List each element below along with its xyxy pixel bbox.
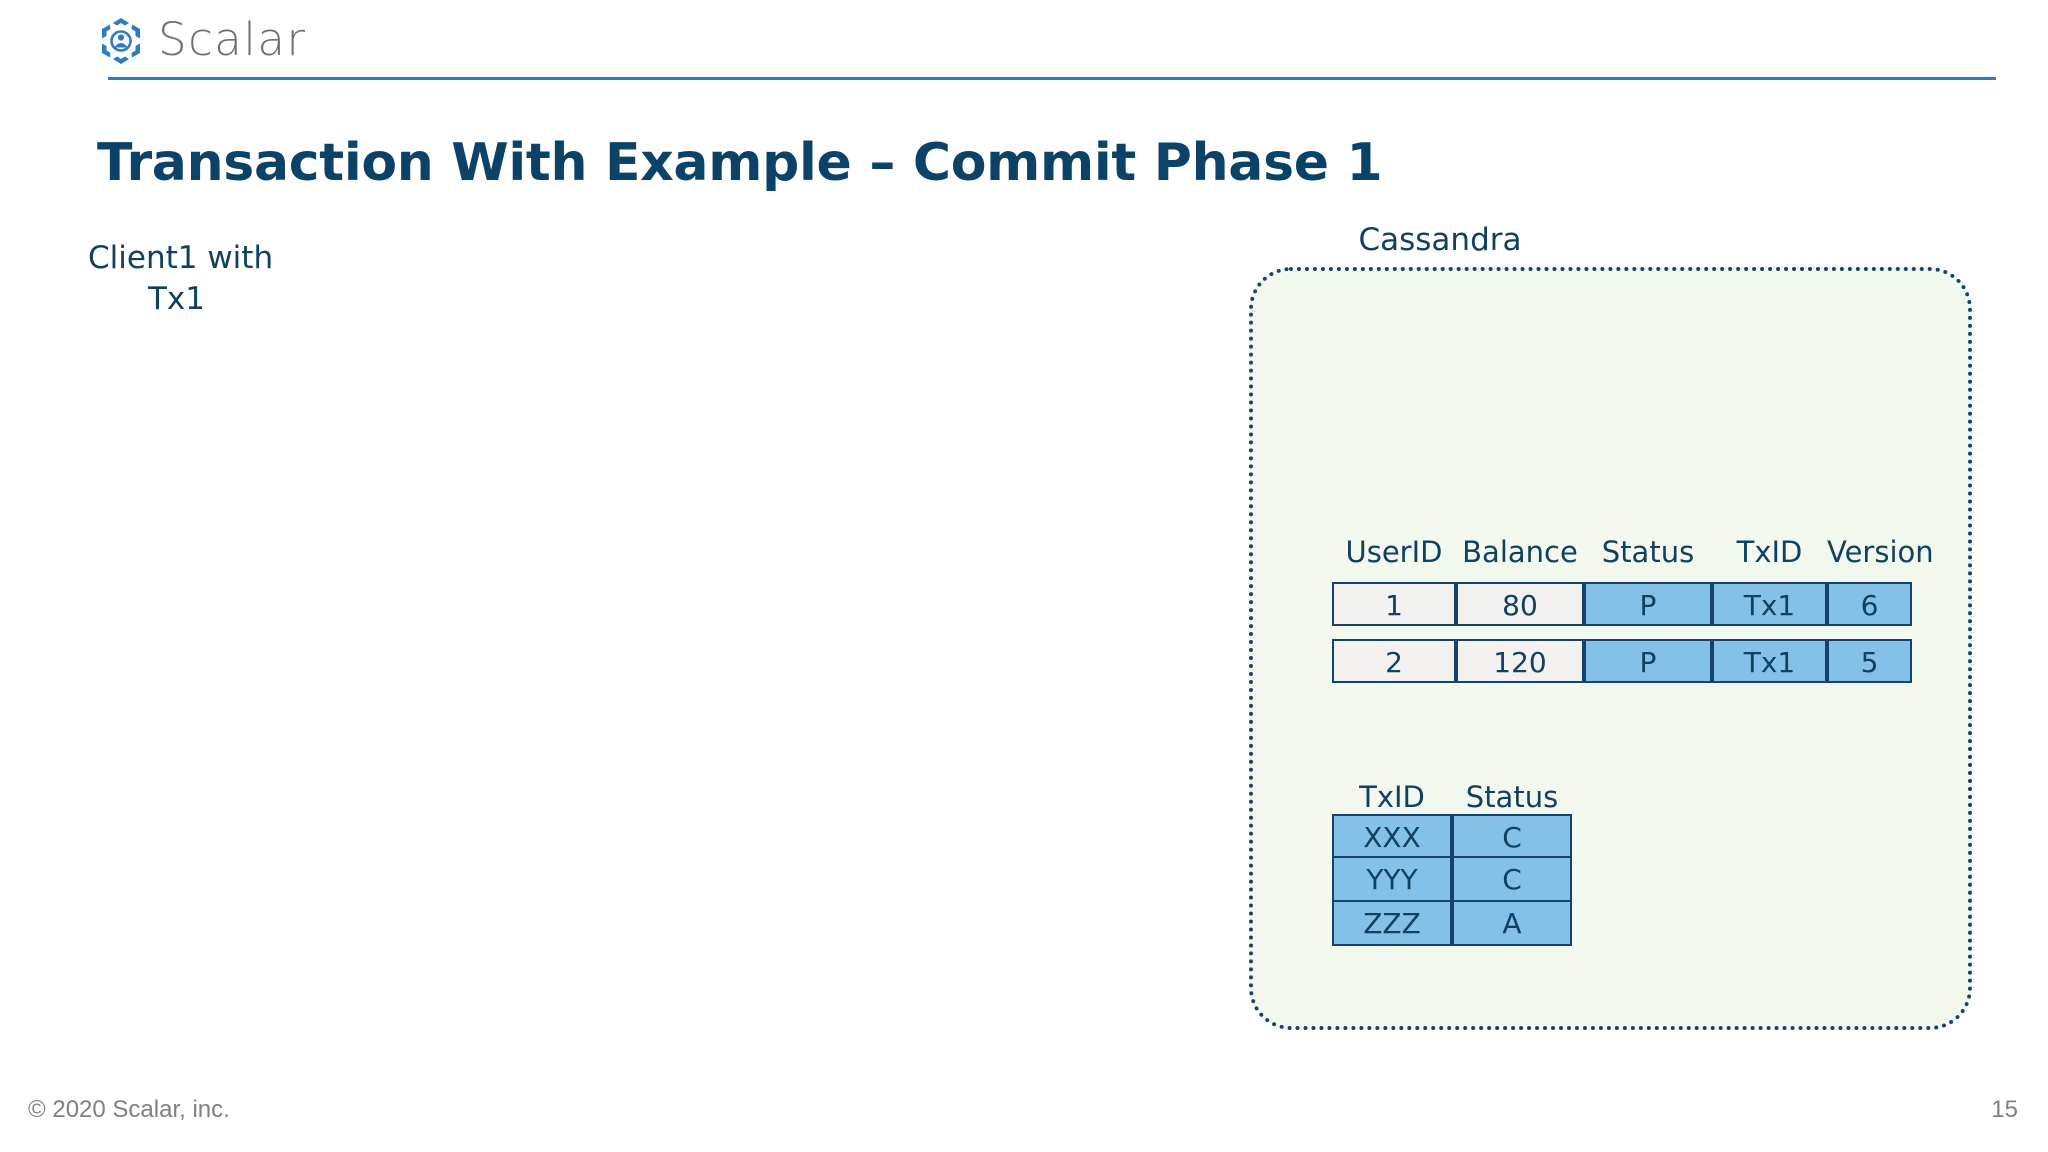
cell-balance: 80 [1456,582,1584,626]
records-table-header-row: UserID Balance Status TxID Version [1332,535,1934,569]
column-header-userid: UserID [1345,535,1443,569]
cell-status: P [1584,639,1712,683]
cassandra-node-title: Cassandra [1358,222,1522,258]
table-row: 1 80 P Tx1 6 [1332,582,1912,626]
column-header-txid: TxID [1736,535,1803,569]
table-row: 2 120 P Tx1 5 [1332,639,1912,683]
footer-copyright: © 2020 Scalar, inc. [28,1096,230,1123]
column-header-version: Version [1827,535,1934,569]
cell-status: C [1452,858,1572,902]
cell-txid: Tx1 [1712,582,1827,626]
cell-status: C [1452,814,1572,858]
page-title: Transaction With Example – Commit Phase … [97,132,1383,193]
cell-balance: 120 [1456,639,1584,683]
scalar-hexagon-logo-icon [96,16,146,66]
client-label: Client1 with Tx1 [88,238,418,320]
cell-userid: 1 [1332,582,1456,626]
cell-txid: ZZZ [1332,902,1452,946]
client-label-line2: Tx1 [148,280,206,317]
transaction-status-table: TxID Status XXX C YYY C ZZZ A [1332,780,1572,946]
status-table-header-row: TxID Status [1332,780,1572,814]
cell-version: 5 [1827,639,1912,683]
cell-txid: YYY [1332,858,1452,902]
cell-txid: Tx1 [1712,639,1827,683]
cell-userid: 2 [1332,639,1456,683]
cell-version: 6 [1827,582,1912,626]
column-header-status: Status [1465,780,1559,814]
brand-header: Scalar [0,0,2048,84]
client-label-line1: Client1 with [88,240,274,276]
cell-txid: XXX [1332,814,1452,858]
column-header-status: Status [1601,535,1695,569]
brand-wordmark: Scalar [158,13,307,66]
records-table: UserID Balance Status TxID Version 1 80 … [1332,535,1934,683]
page-number: 15 [1991,1096,2018,1123]
table-row: XXX C [1332,814,1572,858]
table-row: ZZZ A [1332,902,1572,946]
header-divider [108,77,1996,80]
cell-status: A [1452,902,1572,946]
cell-status: P [1584,582,1712,626]
column-header-balance: Balance [1462,535,1578,569]
table-row: YYY C [1332,858,1572,902]
column-header-txid: TxID [1359,780,1425,814]
